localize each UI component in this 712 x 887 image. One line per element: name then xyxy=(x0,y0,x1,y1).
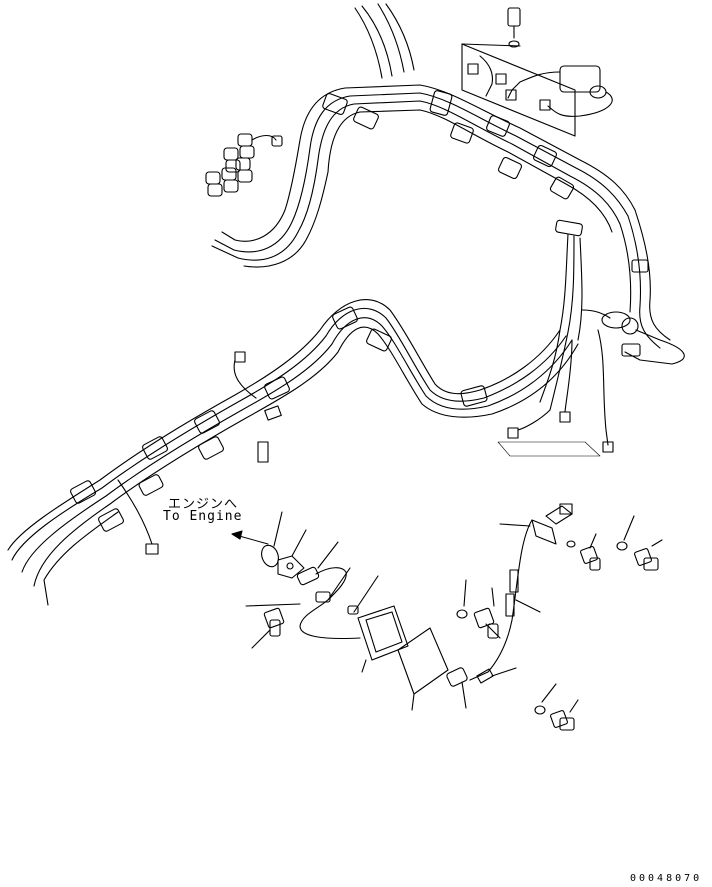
to-engine-label: To Engine xyxy=(163,509,243,524)
solenoid-bracket-assembly xyxy=(461,7,613,137)
right-connector-cluster xyxy=(497,219,685,457)
left-connector-branch xyxy=(205,133,329,268)
middle-clamps xyxy=(70,306,488,555)
drawing-number: 00048070 xyxy=(630,873,703,884)
upper-clamps xyxy=(322,90,649,273)
sensor-exploded-assembly xyxy=(231,503,663,731)
to-engine-label-japanese: エンジンへ xyxy=(168,497,239,512)
middle-harness-bundle xyxy=(7,299,579,606)
upper-harness-bundle xyxy=(299,3,671,349)
plug-connector-group xyxy=(205,133,283,197)
